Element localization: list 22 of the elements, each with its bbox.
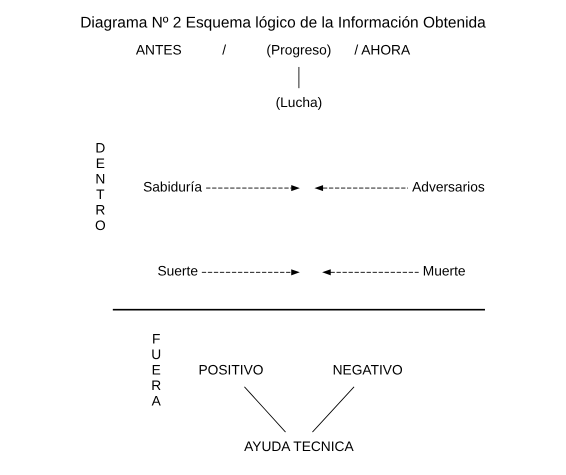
label: ANTES — [136, 42, 182, 58]
arrow — [314, 185, 408, 192]
arrow — [206, 185, 300, 192]
arrow — [322, 269, 420, 276]
node-text: NEGATIVO — [332, 362, 403, 378]
node-text: Muerte — [422, 264, 466, 279]
connector — [298, 66, 300, 89]
label: / — [222, 42, 226, 58]
label: DENTRO — [95, 140, 106, 234]
node-text: Sabiduría — [143, 179, 202, 194]
arrow — [201, 269, 300, 276]
node-text: (Lucha) — [276, 95, 322, 110]
diagram-title: Diagrama Nº 2 Esquema lógico de la Información Obtenida — [80, 14, 486, 32]
node-text: AYUDA TECNICA — [244, 438, 354, 454]
connector — [244, 386, 286, 432]
connector — [312, 386, 354, 432]
node-text: Suerte — [157, 264, 198, 279]
label: / AHORA — [354, 42, 410, 58]
label: FUERA — [151, 331, 162, 408]
node-text: POSITIVO — [198, 362, 264, 378]
node-text: (Progreso) — [266, 42, 332, 58]
node-text: Adversarios — [412, 179, 485, 194]
